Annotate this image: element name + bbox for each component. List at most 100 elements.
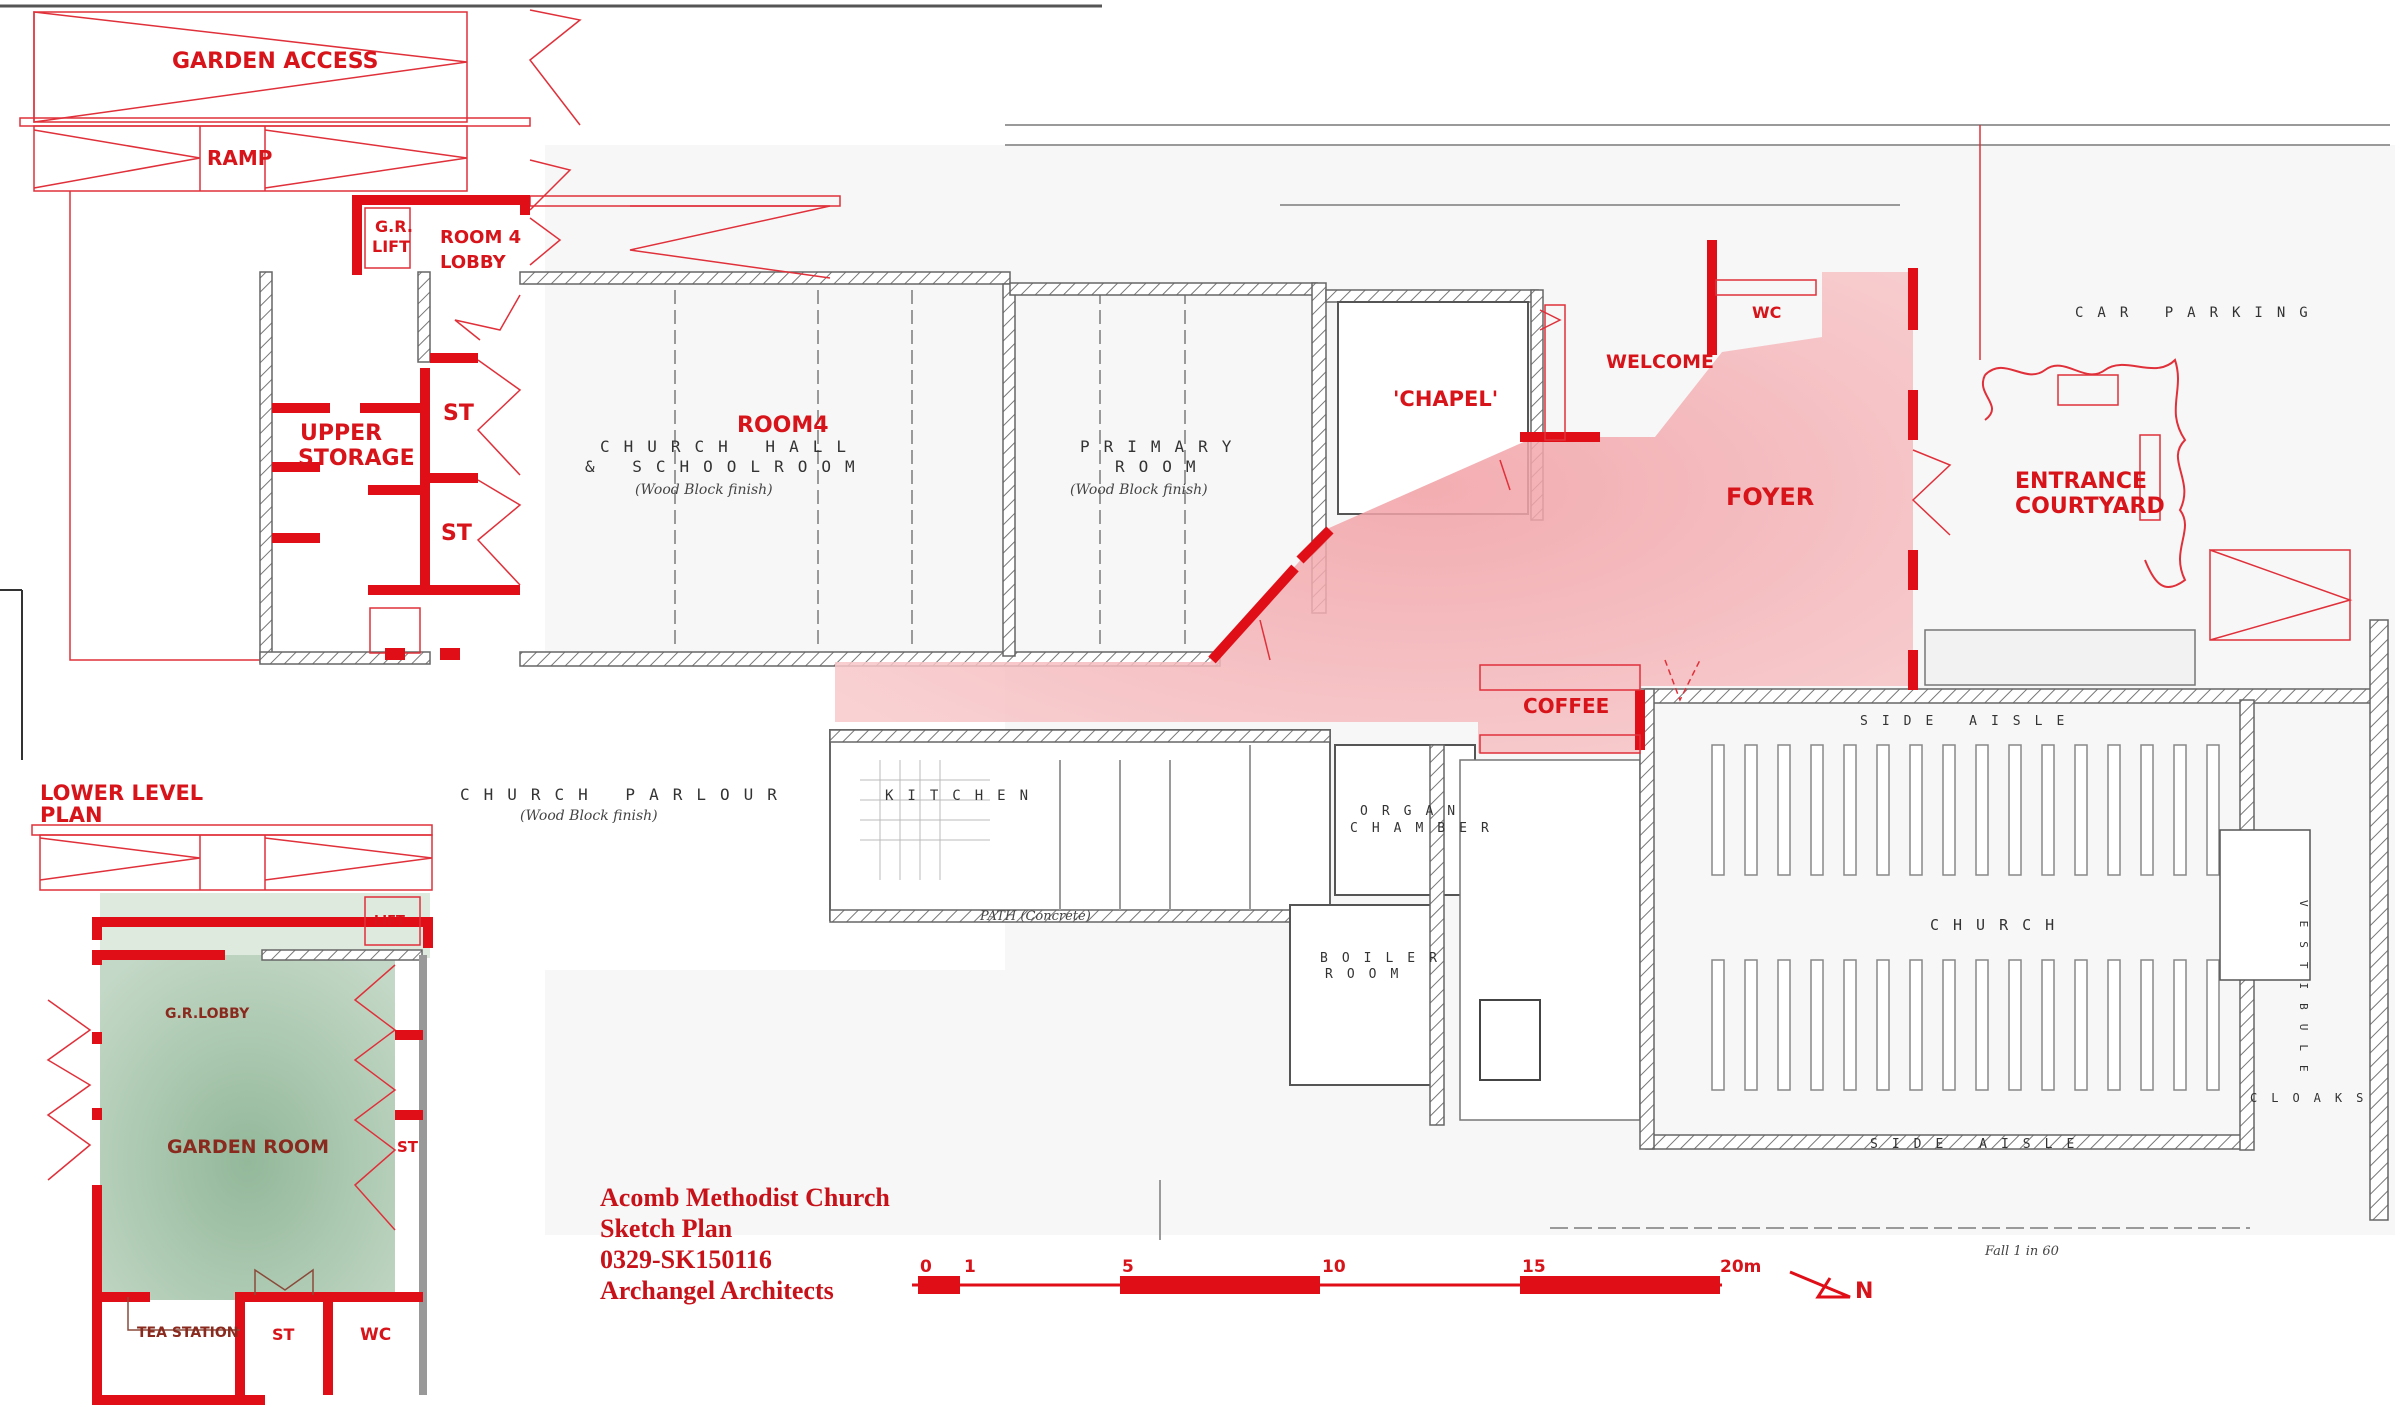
pew (1711, 744, 1725, 876)
pew (1777, 959, 1791, 1091)
wood-block-label-2: (Wood Block finish) (1070, 482, 1208, 498)
upper-level-overlay (0, 4, 1102, 665)
wood-block-label-3: (Wood Block finish) (520, 808, 658, 824)
pew (2173, 744, 2187, 876)
garden-room-label: GARDEN ROOM (167, 1136, 329, 1158)
scale-tick-15: 15 (1522, 1257, 1546, 1277)
title-block: Acomb Methodist Church Sketch Plan 0329-… (600, 1183, 890, 1305)
scale-tick-5: 5 (1122, 1257, 1134, 1277)
wc-label: WC (1752, 303, 1781, 322)
scale-tick-20: 20m (1720, 1257, 1761, 1277)
pew (1909, 959, 1923, 1091)
scale-bar: 0 1 5 10 15 20m N (912, 1257, 1873, 1304)
church-hall-label: CHURCH HALL (600, 437, 860, 456)
lift-label: LIFT (374, 914, 405, 929)
pew (1744, 959, 1758, 1091)
pew (2008, 744, 2022, 876)
pew (2140, 959, 2154, 1091)
schoolroom-label: & SCHOOLROOM (585, 457, 869, 476)
pew (2173, 959, 2187, 1091)
room4-lobby-label: ROOM 4 (440, 227, 521, 248)
pew (1777, 744, 1791, 876)
gr-lift-label: G.R. (375, 217, 413, 236)
pew (2206, 744, 2220, 876)
pew (2074, 744, 2088, 876)
chapel-label: 'CHAPEL' (1393, 387, 1498, 411)
lower-level-plan: LOWER LEVEL PLAN G.R.LOBBY LIFT GARDEN R… (0, 589, 433, 1405)
boiler-room-label-2: ROOM (1325, 967, 1412, 982)
pew (2008, 959, 2022, 1091)
room4-label: ROOM4 (737, 413, 829, 438)
organ-chamber-label: ORGAN (1360, 804, 1469, 819)
scale-tick-10: 10 (1322, 1257, 1346, 1277)
pew (1942, 959, 1956, 1091)
wc-lower-label: WC (360, 1325, 391, 1345)
storage-label-lower-right: ST (397, 1138, 419, 1156)
coffee-label: COFFEE (1523, 694, 1609, 718)
lower-level-plan-title-2: PLAN (40, 803, 103, 827)
pew (1909, 744, 1923, 876)
foyer-label: FOYER (1726, 483, 1814, 511)
boiler-room-label: BOILER (1320, 951, 1451, 966)
room4-lobby-label-2: LOBBY (440, 252, 507, 273)
north-arrow-icon (1789, 1270, 1851, 1299)
pew (2041, 744, 2055, 876)
storage-label-lower: ST (272, 1325, 295, 1344)
pew (1975, 959, 1989, 1091)
organ-chamber-label-2: CHAMBER (1350, 821, 1503, 836)
pew (1744, 744, 1758, 876)
wood-block-label: (Wood Block finish) (635, 482, 773, 498)
pew (1876, 744, 1890, 876)
pew (2140, 744, 2154, 876)
church-parlour-label: CHURCH PARLOUR (460, 785, 791, 804)
pew (1711, 959, 1725, 1091)
pew (1975, 744, 1989, 876)
architect-name: Archangel Architects (600, 1276, 834, 1305)
pew (2107, 959, 2121, 1091)
storage-label-2: ST (441, 521, 472, 546)
lower-level-plan-title: LOWER LEVEL (40, 781, 203, 805)
vestibule-label: VESTIBULE (2297, 900, 2310, 1086)
drawing-number: 0329-SK150116 (600, 1245, 772, 1274)
car-parking-label: CAR PARKING (2075, 305, 2322, 321)
storage-label-1: ST (443, 401, 474, 426)
entrance-courtyard-label: ENTRANCE (2015, 469, 2147, 494)
foyer-area (835, 272, 1913, 753)
pew (1810, 744, 1824, 876)
room-labels: GARDEN ACCESS RAMP G.R. LIFT ROOM 4 LOBB… (172, 49, 2165, 718)
gr-lift-label-2: LIFT (372, 237, 410, 256)
pew (1843, 959, 1857, 1091)
primary-label: PRIMARY (1080, 437, 1245, 456)
garden-access-label: GARDEN ACCESS (172, 49, 378, 74)
scale-tick-1: 1 (964, 1257, 976, 1277)
pew (2074, 959, 2088, 1091)
tea-station-label: TEA STATION (137, 1325, 239, 1341)
pew (1942, 744, 1956, 876)
kitchen-label: KITCHEN (885, 788, 1042, 804)
pew (2041, 959, 2055, 1091)
side-aisle-top-label: SIDE AISLE (1860, 714, 2078, 729)
scale-tick-0: 0 (920, 1257, 932, 1277)
pew (1810, 959, 1824, 1091)
drawing-name: Sketch Plan (600, 1214, 733, 1243)
pew (2107, 744, 2121, 876)
printed-labels: CHURCH HALL & SCHOOLROOM (Wood Block fin… (460, 305, 2377, 1259)
side-aisle-bottom-label: SIDE AISLE (1870, 1137, 2088, 1152)
pew (1843, 744, 1857, 876)
north-label: N (1855, 1279, 1873, 1304)
room-label: ROOM (1115, 457, 1210, 476)
path-label: PATH (Concrete) (979, 909, 1091, 924)
fall-label: Fall 1 in 60 (1984, 1244, 2059, 1259)
ramp-label: RAMP (207, 146, 272, 170)
foyer-walls (1208, 125, 2353, 754)
church-label: CHURCH (1930, 916, 2068, 934)
project-name: Acomb Methodist Church (600, 1183, 890, 1212)
welcome-label: WELCOME (1606, 351, 1714, 373)
upper-storage-label: UPPER (300, 421, 382, 446)
cloaks-label: CLOAKS (2250, 1091, 2377, 1105)
gr-lobby-label: G.R.LOBBY (165, 1006, 250, 1022)
upper-storage-label-2: STORAGE (298, 446, 415, 471)
church-pews (1711, 744, 2220, 1091)
pew (2206, 959, 2220, 1091)
